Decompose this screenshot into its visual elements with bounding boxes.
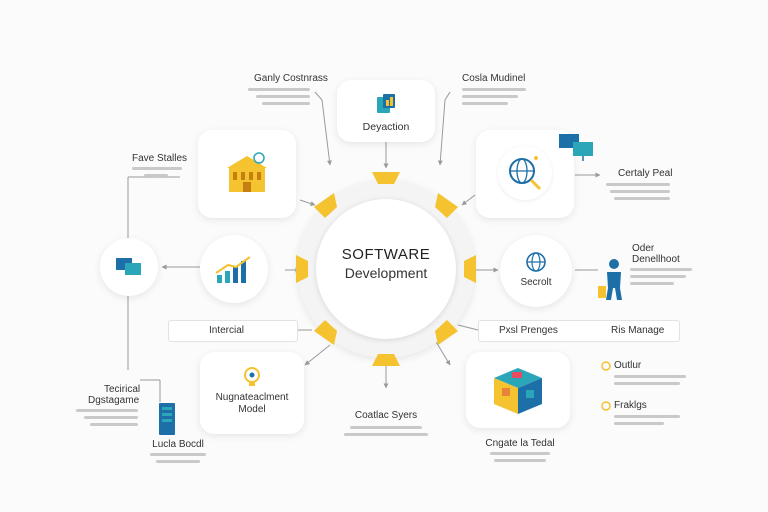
callout-right-mid-title-1: Oder <box>632 243 655 254</box>
callout-right-title: Certaly Peal <box>618 168 673 179</box>
callout-technical-title-2: Dgstagame <box>88 395 140 406</box>
hub-title: SOFTWARE <box>341 246 431 263</box>
node-bar-interacial-label: Intercial <box>209 325 245 336</box>
node-card-top-label: Deyaction <box>362 121 410 133</box>
node-caption-bottom-right: Cngate la Tedal <box>485 438 555 449</box>
callout-firestops-title: Fraklgs <box>614 400 647 411</box>
callout-outlet-title: Outlur <box>614 360 642 371</box>
callout-subline <box>614 415 680 418</box>
callout-subline <box>462 88 526 91</box>
hub-subtitle: Development <box>344 265 428 281</box>
callout-subline <box>614 375 686 378</box>
callout-subline <box>606 183 670 186</box>
callout-subline <box>462 102 508 105</box>
node-circle-monitors[interactable] <box>100 238 158 296</box>
monitor-pair-icon <box>116 258 141 275</box>
callout-right-mid-title-2: Denellhoot <box>632 254 680 265</box>
callout-subline <box>614 197 670 200</box>
callout-subline <box>248 88 310 91</box>
worker-icon <box>598 259 622 300</box>
node-bar-product[interactable]: Pxsl Prenges Ris Manage <box>478 320 680 342</box>
bullet-icon <box>601 401 611 411</box>
caption-subline <box>156 460 200 463</box>
node-card-globe-search[interactable] <box>476 130 574 218</box>
callout-subline <box>84 416 138 419</box>
callout-top-left-title: Ganly Costnrass <box>254 73 328 84</box>
callout-subline <box>256 95 310 98</box>
node-caption-bottom-left: Lucla Bocdl <box>152 439 204 450</box>
node-card-building[interactable] <box>198 130 296 218</box>
globe-icon <box>526 252 546 272</box>
caption-subline <box>344 433 428 436</box>
document-chart-icon <box>377 94 395 113</box>
callout-subline <box>144 174 168 177</box>
node-circle-secrolt-label: Secrolt <box>520 277 552 288</box>
monitor-icon <box>559 134 593 161</box>
callout-subline <box>614 422 664 425</box>
server-icon <box>159 403 175 435</box>
callout-subline <box>90 423 138 426</box>
callout-left-title: Fave Stalles <box>132 153 188 164</box>
globe-search-backdrop <box>498 146 552 200</box>
node-bar-product-label: Pxsl Prenges <box>499 325 558 336</box>
node-card-puzzle[interactable] <box>466 352 570 428</box>
node-card-management-label: Nugnateaclment Model <box>215 392 289 415</box>
node-card-top[interactable]: Deyaction <box>337 80 435 142</box>
node-card-management[interactable]: Nugnateaclment Model <box>200 352 304 434</box>
node-circle-secrolt[interactable]: Secrolt <box>500 235 572 307</box>
callout-subline <box>132 167 182 170</box>
node-bar-interacial[interactable]: Intercial <box>168 320 298 342</box>
node-circle-growth[interactable] <box>200 235 268 303</box>
caption-subline <box>150 453 206 456</box>
callout-subline <box>262 102 310 105</box>
bulb-icon <box>244 367 260 386</box>
callout-subline <box>614 382 680 385</box>
puzzle-cube-icon <box>494 368 542 414</box>
node-caption-bottom-center: Coatlac Syers <box>354 410 418 421</box>
bar-growth-icon <box>215 256 251 283</box>
callout-technical-title-1: Tecirical <box>104 384 141 395</box>
callout-subline <box>630 268 692 271</box>
callout-subline <box>462 95 518 98</box>
callout-subline <box>630 282 674 285</box>
bullet-icon <box>601 361 611 371</box>
building-icon <box>227 152 267 192</box>
callout-subline <box>76 409 138 412</box>
callout-subline <box>610 190 670 193</box>
callout-subline <box>630 275 686 278</box>
caption-subline <box>350 426 422 429</box>
globe-search-icon <box>509 156 542 191</box>
caption-subline <box>490 452 550 455</box>
caption-subline <box>494 459 546 462</box>
callout-top-right-title: Cosla Mudinel <box>462 73 526 84</box>
risk-manage-title: Ris Manage <box>611 325 665 336</box>
hub-center: SOFTWARE Development <box>316 199 456 339</box>
